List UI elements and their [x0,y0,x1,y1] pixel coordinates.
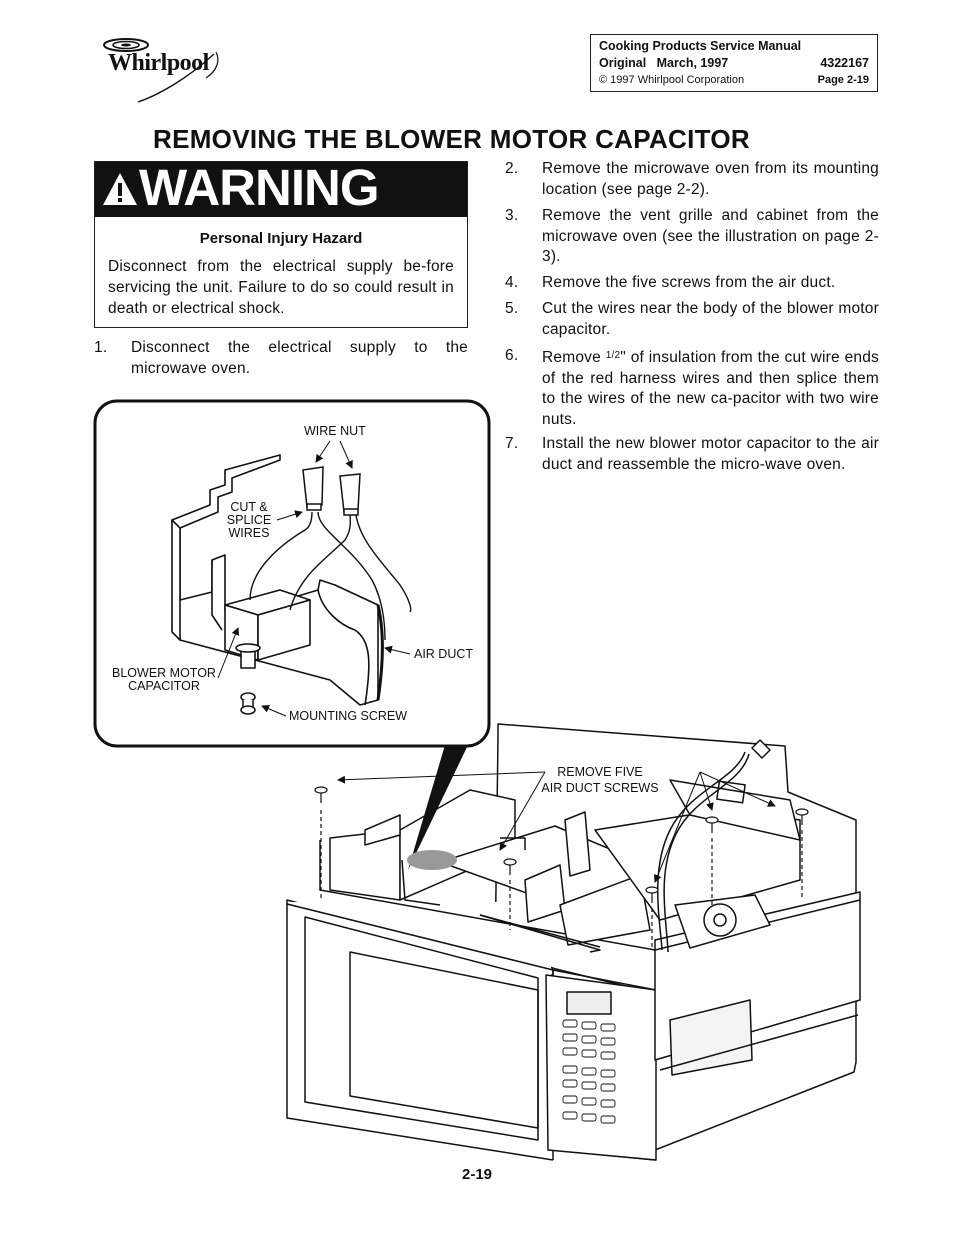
step-text: Remove 1/2" of insulation from the cut w… [542,346,879,430]
manual-title: Cooking Products Service Manual [599,39,802,53]
manual-header-box: Cooking Products Service Manual Original… [590,34,878,92]
step-text: Install the new blower motor capacitor t… [542,435,879,473]
label-line: CAPACITOR [128,679,200,693]
screw-icon [645,886,659,950]
page-number: 2-19 [461,1166,493,1183]
step-number: 2. [505,160,519,177]
wire-nut-icon [302,466,324,511]
label-blower-motor-capacitor: BLOWER MOTOR CAPACITOR [105,667,223,693]
microwave-oven-drawing [286,723,861,1164]
header-page: Page 2-19 [817,74,869,86]
label-cut-splice-wires: CUT & SPLICE WIRES [222,501,276,540]
step-text: Remove the microwave oven from its mount… [542,160,879,198]
detail-callout-box [93,399,491,748]
warning-heading: WARNING [139,159,379,216]
edition-date: Original March, 1997 [599,56,729,70]
callout-pointer [408,745,468,870]
air-duct-screw-group [314,786,809,950]
warning-subheading: Personal Injury Hazard [199,230,363,247]
part-number: 4322167 [820,56,869,70]
label-remove-five-screws: REMOVE FIVE AIR DUCT SCREWS [532,764,668,796]
logo-wordmark: Whirlpool [108,50,209,76]
air-duct-detail [171,454,384,706]
step-text: Remove the five screws from the air duct… [542,274,836,291]
label-line: CUT & [230,500,268,514]
capacitor-wires [249,511,412,641]
label-line: AIR DUCT SCREWS [541,781,659,795]
step-number: 5. [505,300,519,317]
label-wire-nut: WIRE NUT [304,424,366,438]
step-text: Remove the vent grille and cabinet from … [542,207,879,265]
step-text: Cut the wires near the body of the blowe… [542,300,879,338]
whirlpool-logo: Whirlpool [96,30,236,104]
fraction: 1/2 [605,350,621,361]
screw-icon [503,858,517,930]
screw-icon [705,816,719,905]
step-number: 4. [505,274,519,291]
page-title: REMOVING THE BLOWER MOTOR CAPACITOR [153,124,750,154]
warning-body: Disconnect from the electrical supply be… [108,258,454,317]
warning-box: WARNING Personal Injury Hazard Disconnec… [94,159,468,328]
step-1: 1. Disconnect the electrical supply to t… [94,338,468,382]
step-number: 1. [94,339,108,356]
step-number: 3. [505,207,519,224]
wire-nut-icon [339,473,361,516]
warning-banner: WARNING [95,159,467,217]
label-line: REMOVE FIVE [557,765,643,779]
label-line: SPLICE [226,513,272,527]
capacitor-location-marker [407,850,457,870]
mounting-screw-icon [240,692,256,715]
label-air-duct: AIR DUCT [414,647,474,661]
step-6-prefix: Remove [542,349,606,366]
warning-triangle-icon [103,173,137,205]
label-line: BLOWER MOTOR [112,666,216,680]
step-number: 7. [505,435,519,452]
label-mounting-screw: MOUNTING SCREW [289,709,408,723]
step-text: Disconnect the electrical supply to the … [131,339,468,377]
step-number: 6. [505,347,519,364]
label-line: WIRES [228,526,270,540]
step-6-suffix: " of insulation from the cut wire ends o… [542,349,879,428]
copyright: © 1997 Whirlpool Corporation [599,74,745,86]
screw-icon [314,786,328,900]
screw-icon [795,808,809,900]
